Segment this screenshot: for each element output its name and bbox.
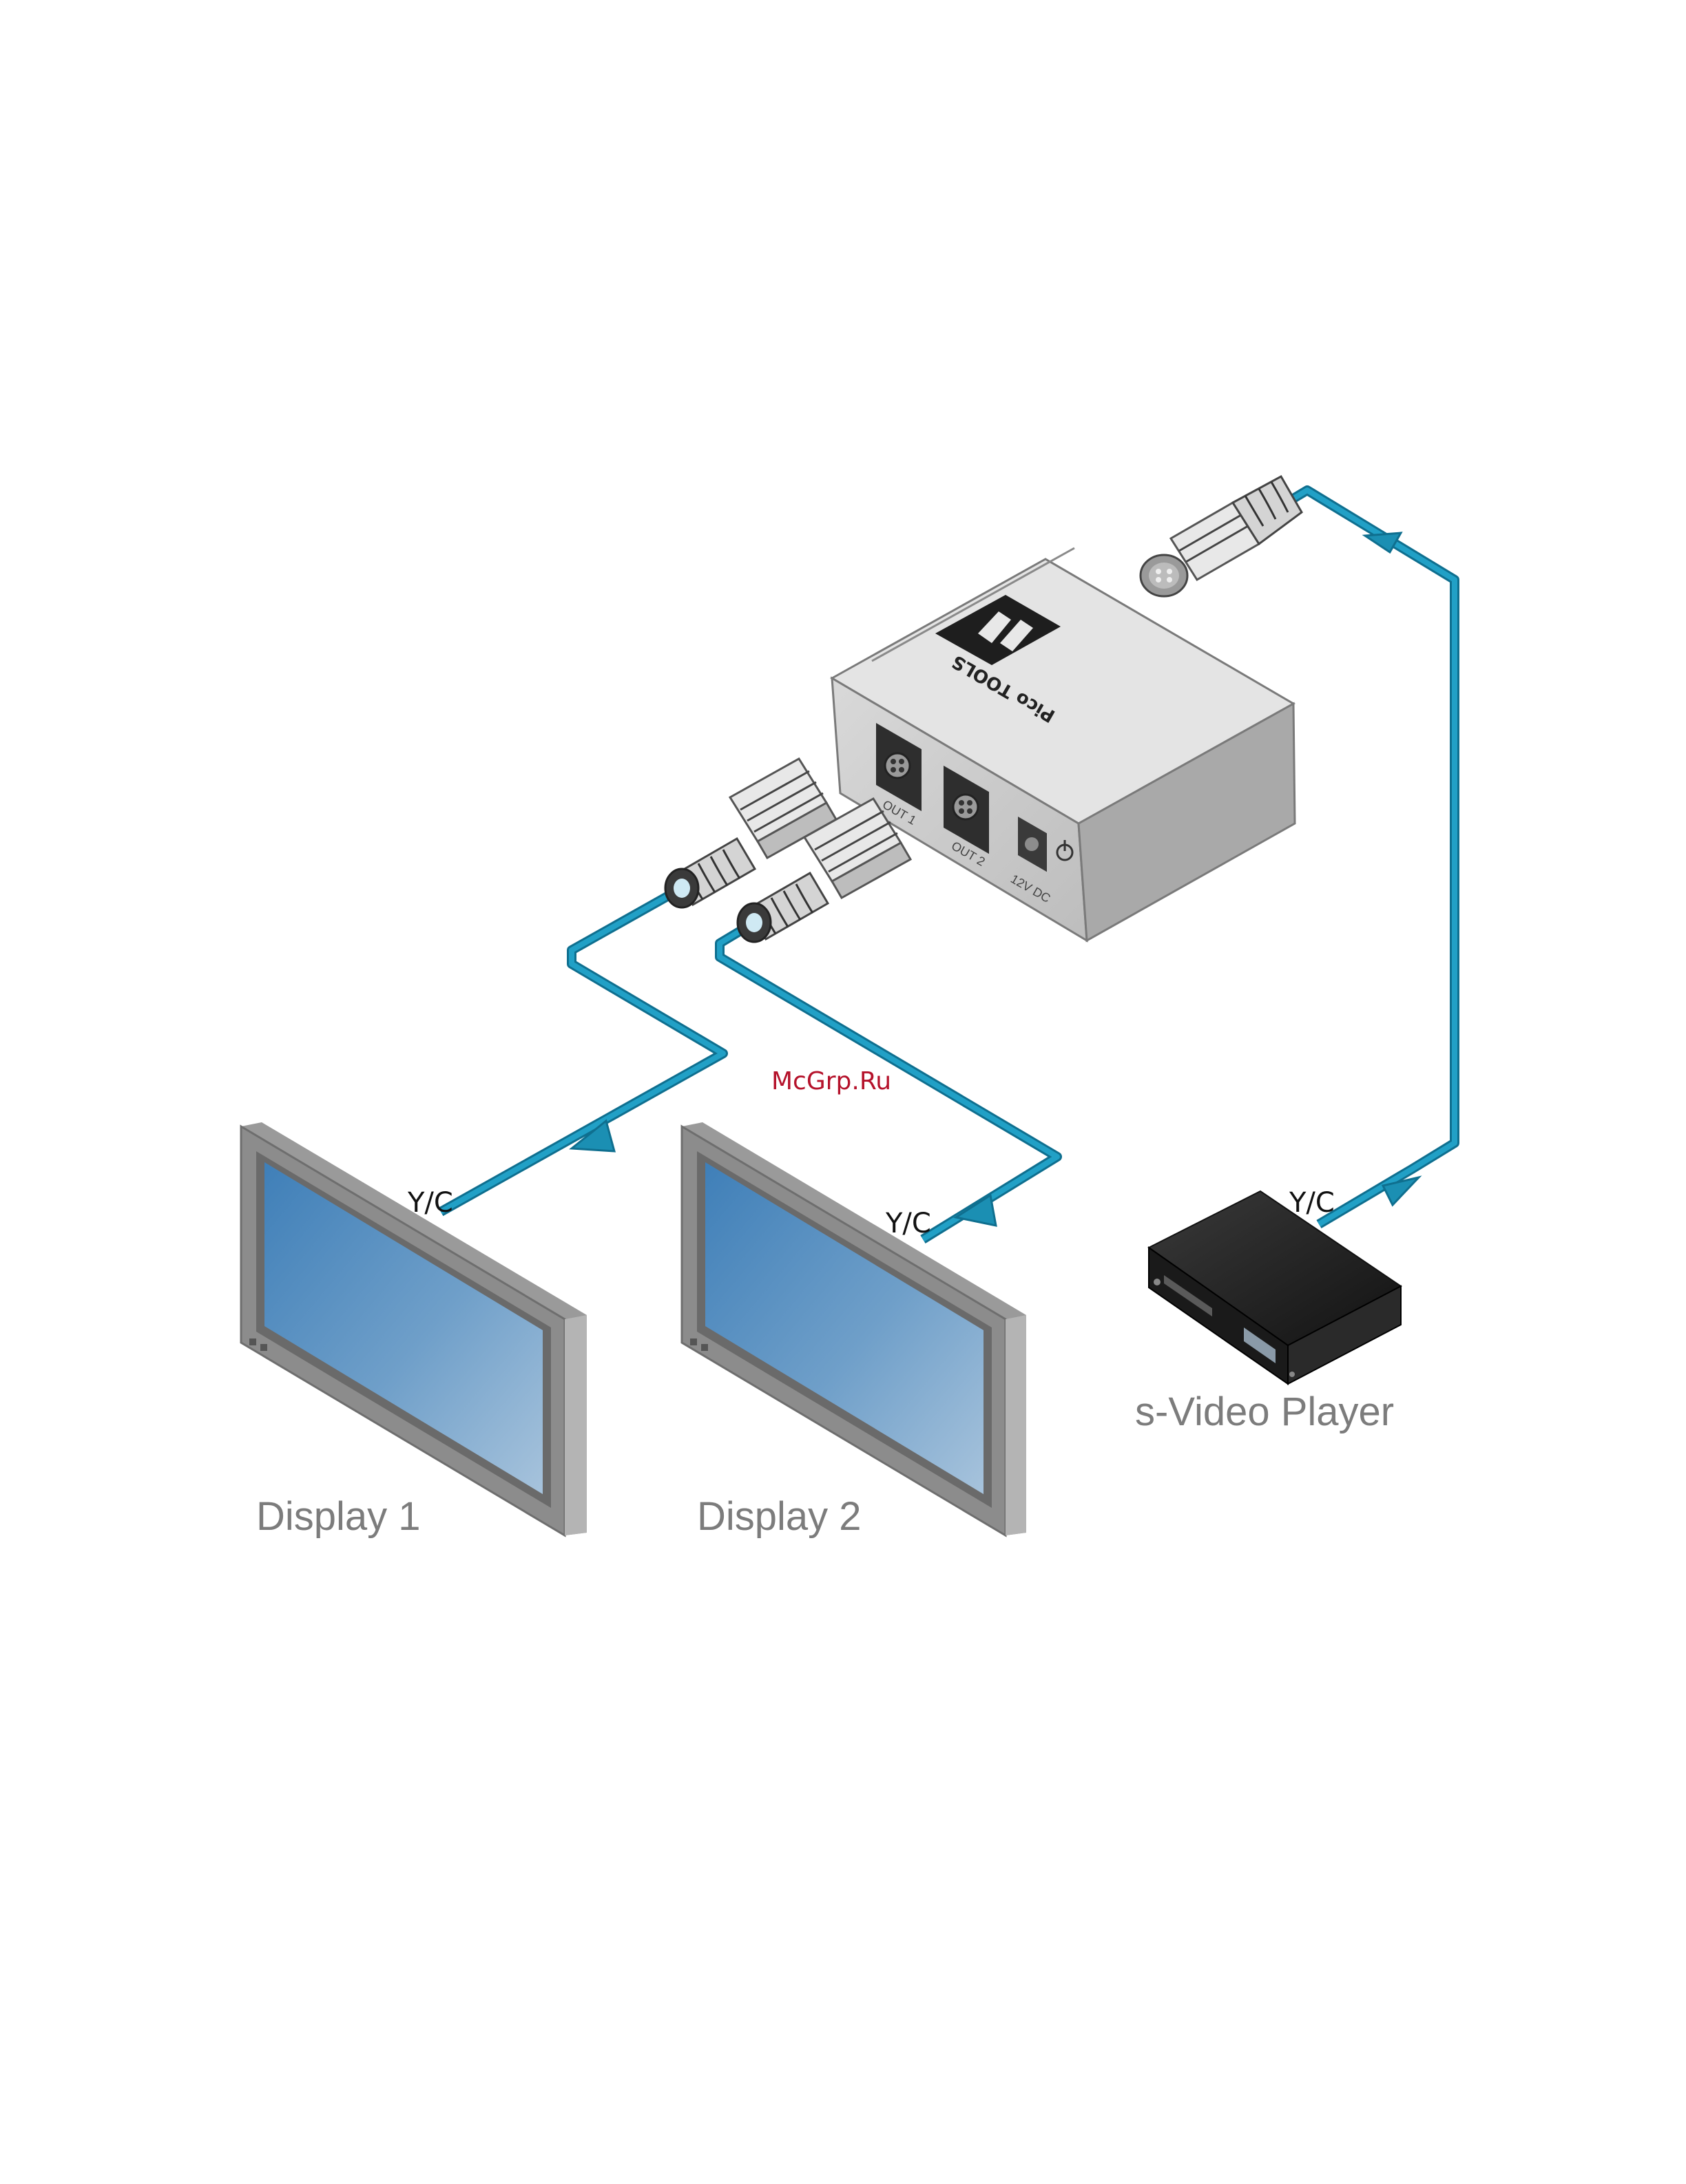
svideo-player (1149, 1191, 1401, 1384)
display-2 (682, 1122, 1026, 1535)
signal-label-display2: Y/C (885, 1208, 931, 1239)
display-2-label: Display 2 (697, 1494, 862, 1539)
signal-label-display1: Y/C (407, 1187, 453, 1219)
signal-label-player: Y/C (1289, 1187, 1335, 1219)
cable-input (1287, 490, 1455, 1224)
svideo-connector-input (1141, 476, 1302, 596)
display-1 (241, 1122, 587, 1535)
player-label: s-Video Player (1135, 1389, 1394, 1434)
pico-tools-device: OUT 1 OUT 2 12V DC Pico TOOLS (832, 548, 1295, 941)
display-1-label: Display 1 (256, 1494, 421, 1539)
watermark-text: McGrp.Ru (771, 1067, 891, 1095)
